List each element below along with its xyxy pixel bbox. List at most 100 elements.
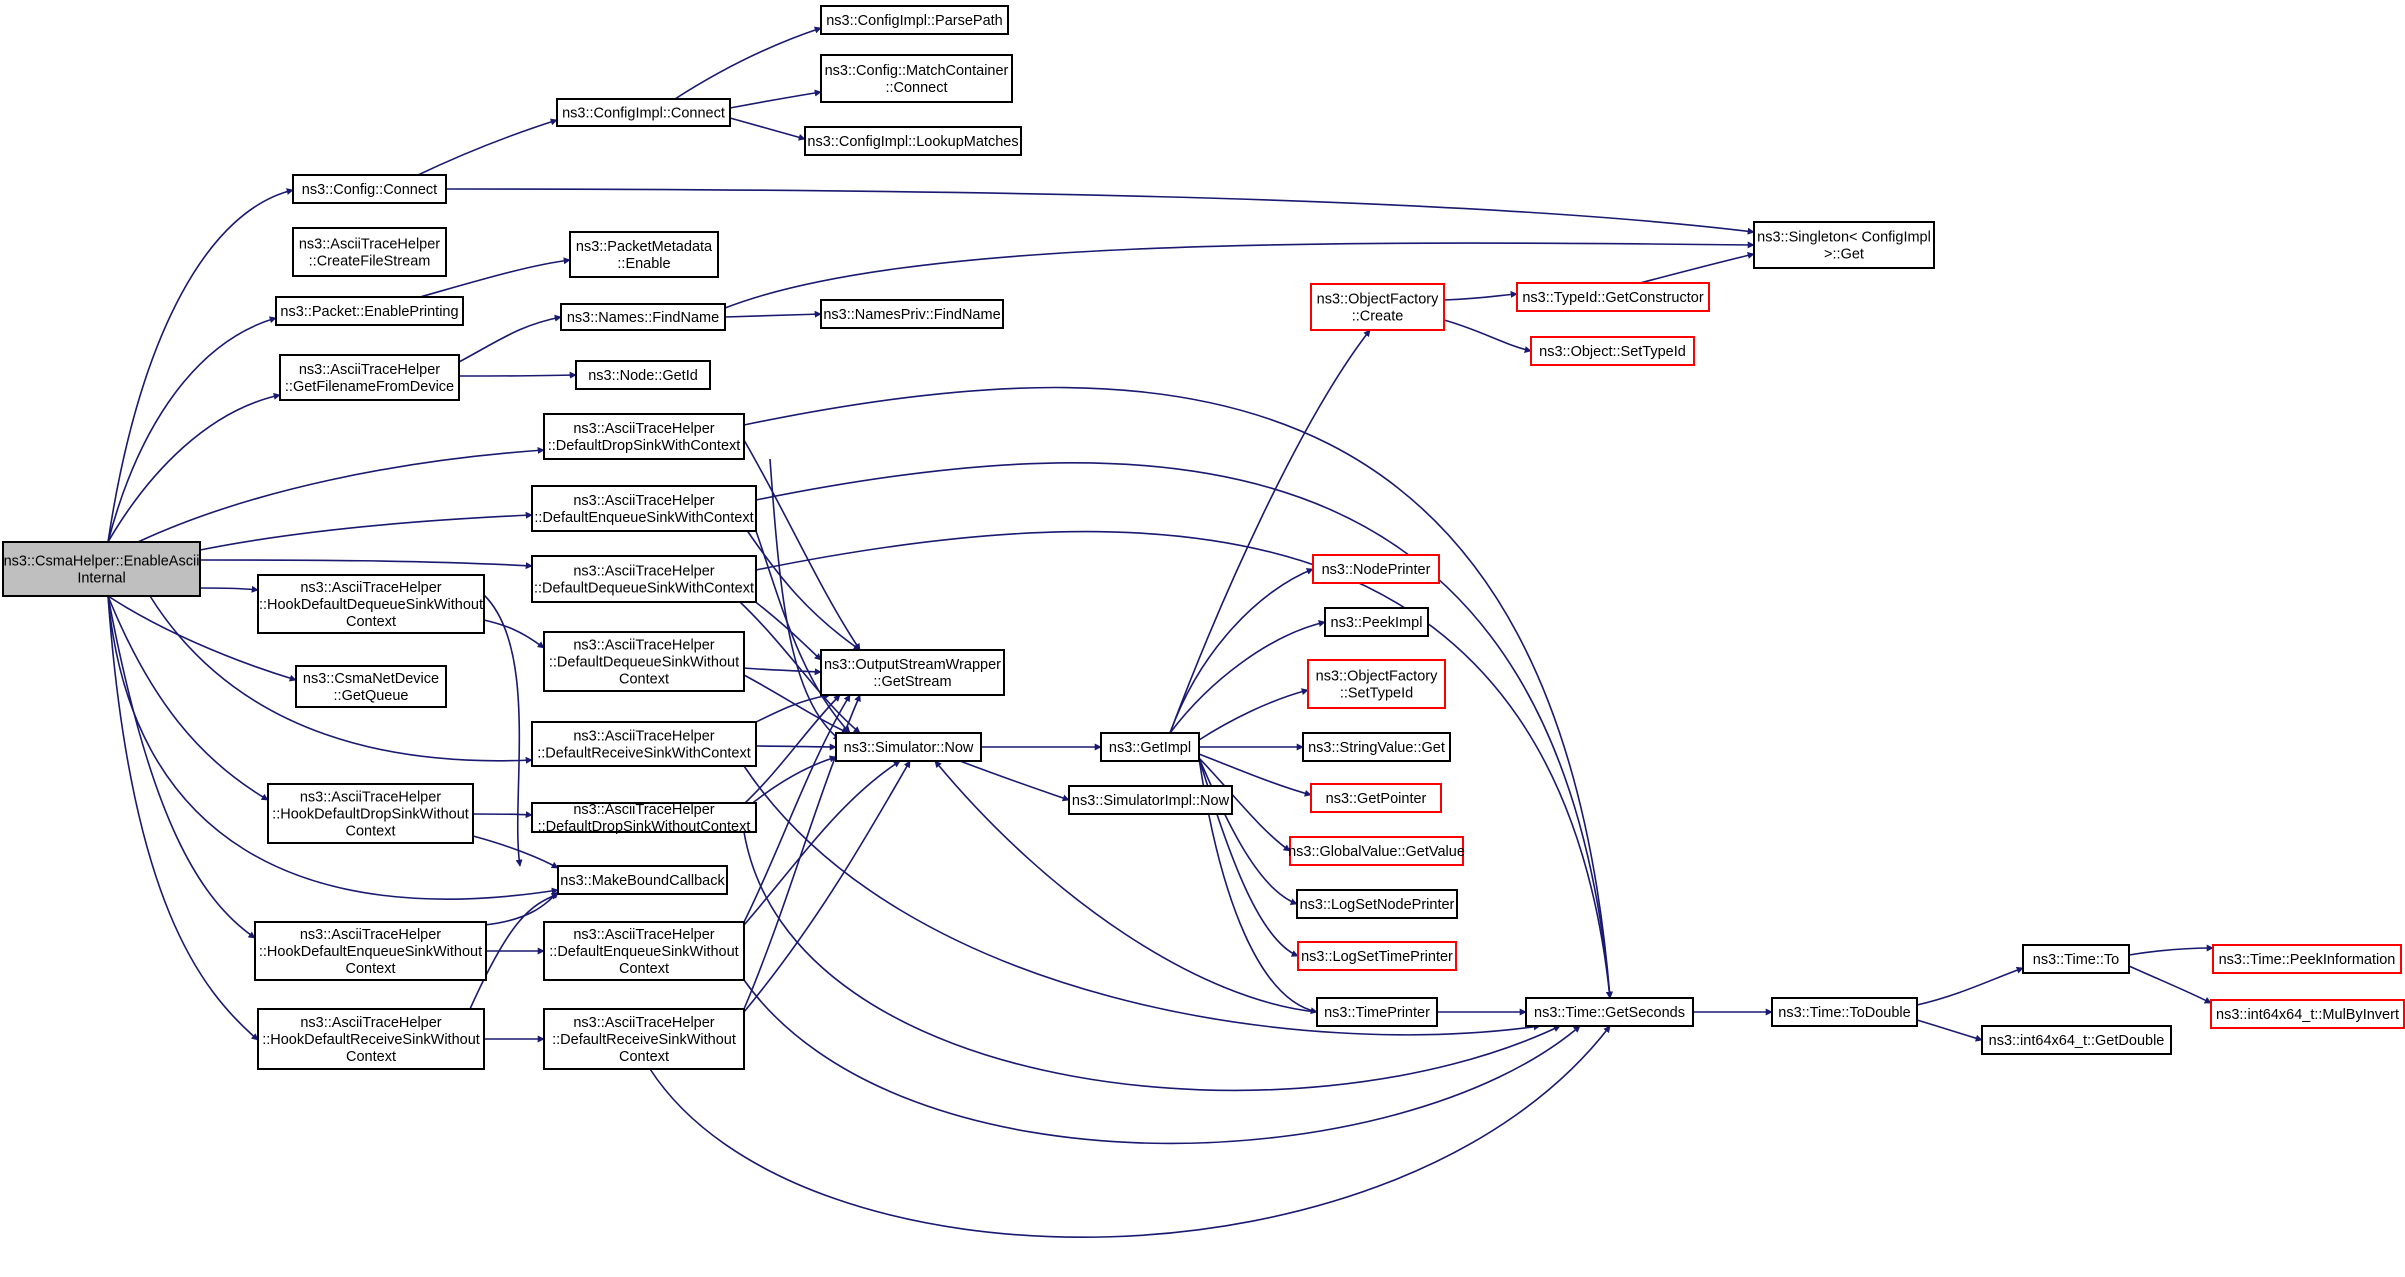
node-createfilestream[interactable]: ns3::AsciiTraceHelper::CreateFileStream [292, 227, 447, 277]
node-getpointer[interactable]: ns3::GetPointer [1310, 783, 1442, 813]
node-label-mulbyinvert: ns3::int64x64_t::MulByInvert [2216, 1007, 2399, 1023]
node-label-deswoc: ::DefaultEnqueueSinkWithout [549, 944, 738, 960]
node-hddqswoc[interactable]: ns3::AsciiTraceHelper::HookDefaultDequeu… [257, 574, 485, 634]
node-getimpl[interactable]: ns3::GetImpl [1100, 732, 1200, 762]
node-box-getseconds [1525, 997, 1694, 1027]
node-cfgimplconnect[interactable]: ns3::ConfigImpl::Connect [556, 98, 731, 127]
node-box-nodegetid [575, 360, 711, 390]
node-ofcreate[interactable]: ns3::ObjectFactory::Create [1310, 283, 1445, 331]
node-nodegetid[interactable]: ns3::Node::GetId [575, 360, 711, 390]
node-deswc[interactable]: ns3::AsciiTraceHelper::DefaultEnqueueSin… [531, 485, 757, 532]
edge-hddqswoc-to-makebound [483, 594, 523, 867]
node-hdrswoc[interactable]: ns3::AsciiTraceHelper::HookDefaultReceiv… [257, 1008, 485, 1070]
node-stringvalueget[interactable]: ns3::StringValue::Get [1302, 732, 1451, 762]
node-label-namesprivfind: ns3::NamesPriv::FindName [823, 307, 1000, 323]
node-box-findname [560, 303, 726, 331]
node-ddqswc[interactable]: ns3::AsciiTraceHelper::DefaultDequeueSin… [531, 555, 757, 603]
edge-getfilename-to-findname [458, 314, 562, 363]
edge-root-to-hdeswoc [107, 595, 256, 939]
edge-ofcreate-to-singleton [1443, 290, 1518, 301]
edge-root-to-cfgconnect [107, 188, 294, 543]
node-label-hddqswoc: ::HookDefaultDequeueSinkWithout [259, 597, 483, 613]
node-cfgconnect[interactable]: ns3::Config::Connect [292, 174, 447, 204]
node-label-lookupmatches: ns3::ConfigImpl::LookupMatches [807, 134, 1018, 150]
node-drswoc[interactable]: ns3::AsciiTraceHelper::DefaultReceiveSin… [543, 1008, 745, 1070]
node-parsepath[interactable]: ns3::ConfigImpl::ParsePath [820, 5, 1009, 35]
node-label-drswoc: ns3::AsciiTraceHelper [573, 1015, 714, 1031]
node-ofsettypeid[interactable]: ns3::ObjectFactory::SetTypeId [1307, 659, 1446, 709]
node-hdeswoc[interactable]: ns3::AsciiTraceHelper::HookDefaultEnqueu… [254, 921, 487, 981]
node-peekimpl[interactable]: ns3::PeekImpl [1324, 607, 1429, 637]
node-makebound[interactable]: ns3::MakeBoundCallback [557, 865, 728, 895]
node-ddswoc[interactable]: ns3::AsciiTraceHelper::DefaultDropSinkWi… [531, 802, 757, 835]
call-nodes: ns3::CsmaHelper::EnableAsciiInternalns3:… [2, 5, 2405, 1070]
node-box-matchcontainer [820, 54, 1013, 103]
node-ddqswoc[interactable]: ns3::AsciiTraceHelper::DefaultDequeueSin… [543, 631, 745, 692]
edge-ddswc-to-simnow [769, 458, 841, 741]
edge-getimpl-to-ofsettypeid [1198, 688, 1309, 741]
node-getqueue[interactable]: ns3::CsmaNetDevice::GetQueue [295, 665, 447, 708]
node-ddswc[interactable]: ns3::AsciiTraceHelper::DefaultDropSinkWi… [543, 413, 745, 460]
node-label-peekinfo: ns3::Time::PeekInformation [2219, 952, 2396, 968]
node-label-singleton: >::Get [1824, 247, 1864, 263]
node-label-findname: ns3::Names::FindName [567, 310, 719, 326]
edge-ddqswoc-to-simnow [743, 674, 849, 734]
edge-getimpl-to-ofcreate [1169, 329, 1371, 734]
edge-deswc-to-getseconds [755, 462, 1613, 999]
node-label-enableprinting: ns3::Packet::EnablePrinting [280, 304, 458, 320]
node-nodeprinter[interactable]: ns3::NodePrinter [1312, 554, 1440, 584]
node-findname[interactable]: ns3::Names::FindName [560, 303, 726, 331]
edge-ddswc-to-getstream [743, 439, 861, 651]
node-label-ddswoc: ::DefaultDropSinkWithoutContext [538, 819, 751, 835]
node-mulbyinvert[interactable]: ns3::int64x64_t::MulByInvert [2210, 999, 2405, 1029]
node-box-timeto [2022, 944, 2130, 974]
node-label-ofcreate: ::Create [1352, 309, 1404, 325]
edge-root-to-hddswoc [107, 595, 269, 801]
node-label-getfilename: ::GetFilenameFromDevice [285, 379, 454, 395]
edge-timeto-to-peekinfo [2128, 944, 2214, 956]
node-int64getdouble[interactable]: ns3::int64x64_t::GetDouble [1981, 1025, 2172, 1055]
node-singleton[interactable]: ns3::Singleton< ConfigImpl>::Get [1753, 221, 1935, 269]
node-settypeid[interactable]: ns3::Object::SetTypeId [1530, 336, 1695, 366]
node-peekinfo[interactable]: ns3::Time::PeekInformation [2212, 944, 2402, 974]
edge-ddqswoc-to-getstream [743, 667, 822, 676]
node-timeto[interactable]: ns3::Time::To [2022, 944, 2130, 974]
node-timeprinter[interactable]: ns3::TimePrinter [1316, 997, 1438, 1027]
node-todouble[interactable]: ns3::Time::ToDouble [1771, 997, 1918, 1027]
node-getseconds[interactable]: ns3::Time::GetSeconds [1525, 997, 1694, 1027]
node-matchcontainer[interactable]: ns3::Config::MatchContainer::Connect [820, 54, 1013, 103]
node-box-timeprinter [1316, 997, 1438, 1027]
node-label-getqueue: ::GetQueue [334, 688, 409, 704]
node-label-getseconds: ns3::Time::GetSeconds [1534, 1005, 1685, 1021]
node-label-hdrswoc: Context [346, 1049, 396, 1065]
edge-getimpl-to-getpointer [1198, 753, 1312, 797]
edge-hddswoc-to-ddswoc [472, 811, 533, 819]
node-label-getstream: ns3::OutputStreamWrapper [824, 657, 1001, 673]
node-drswc[interactable]: ns3::AsciiTraceHelper::DefaultReceiveSin… [531, 721, 757, 767]
edge-getimpl-to-globalvalue [1198, 757, 1291, 852]
node-hddswoc[interactable]: ns3::AsciiTraceHelper::HookDefaultDropSi… [267, 783, 474, 844]
node-logtimeprinter[interactable]: ns3::LogSetTimePrinter [1297, 941, 1457, 971]
node-getfilename[interactable]: ns3::AsciiTraceHelper::GetFilenameFromDe… [279, 354, 460, 401]
edge-cfgconnect-to-singleton [445, 188, 1755, 235]
node-getstream[interactable]: ns3::OutputStreamWrapper::GetStream [820, 649, 1005, 696]
node-label-parsepath: ns3::ConfigImpl::ParsePath [826, 13, 1003, 29]
edge-getfilename-to-nodegetid [458, 371, 577, 379]
node-getconstructor[interactable]: ns3::TypeId::GetConstructor [1516, 282, 1710, 312]
node-lognodeprinter[interactable]: ns3::LogSetNodePrinter [1296, 889, 1458, 919]
node-box-stringvalueget [1302, 732, 1451, 762]
node-simimplnow[interactable]: ns3::SimulatorImpl::Now [1068, 785, 1233, 815]
node-enableprinting[interactable]: ns3::Packet::EnablePrinting [275, 296, 464, 326]
node-box-settypeid [1530, 336, 1695, 366]
node-box-ddqswc [531, 555, 757, 603]
node-pmenable[interactable]: ns3::PacketMetadata::Enable [569, 231, 719, 278]
node-box-hddswoc [267, 783, 474, 844]
node-box-simnow [835, 732, 982, 762]
node-namesprivfind[interactable]: ns3::NamesPriv::FindName [820, 299, 1004, 329]
node-lookupmatches[interactable]: ns3::ConfigImpl::LookupMatches [804, 126, 1022, 156]
node-label-hddswoc: Context [346, 824, 396, 840]
node-globalvalue[interactable]: ns3::GlobalValue::GetValue [1288, 836, 1465, 866]
node-deswoc[interactable]: ns3::AsciiTraceHelper::DefaultEnqueueSin… [543, 921, 745, 981]
node-simnow[interactable]: ns3::Simulator::Now [835, 732, 982, 762]
